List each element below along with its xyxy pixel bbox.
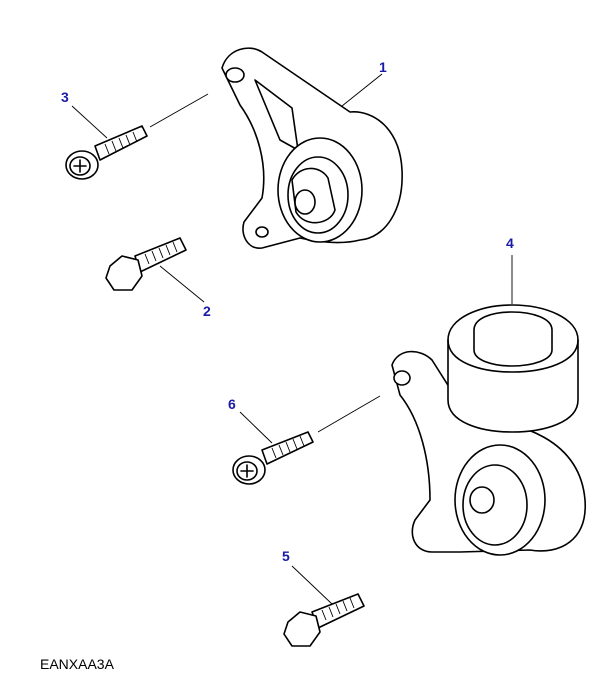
part-2-bolt [105,237,205,303]
part-4-mount-with-damper [317,255,586,556]
callout-1: 1 [379,59,387,75]
part-3-screw [65,105,148,180]
part-6-screw [232,411,314,485]
part-1-mount-bracket [149,47,403,249]
callout-4: 4 [506,235,514,251]
callout-3: 3 [61,89,69,105]
callout-6: 6 [228,396,236,412]
callout-5: 5 [282,548,290,564]
part-5-bolt [283,565,365,647]
callout-2: 2 [203,303,211,319]
diagram-code: EANXAA3A [40,656,114,672]
